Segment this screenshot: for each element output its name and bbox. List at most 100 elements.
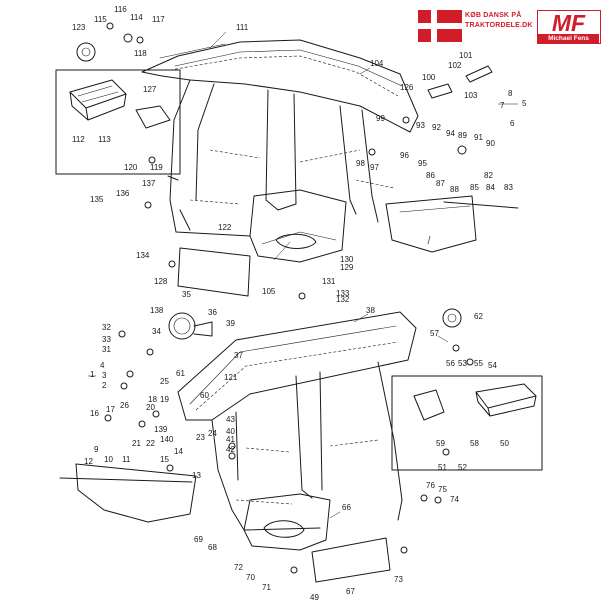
- part-number-label: 11: [122, 455, 131, 464]
- part-number-label: 74: [450, 495, 459, 504]
- part-number-label: 50: [500, 439, 509, 448]
- part-number-label: 31: [102, 345, 111, 354]
- part-number-label: 6: [510, 119, 515, 128]
- bolts-top: [106, 22, 467, 300]
- part-number-label: 127: [143, 85, 157, 94]
- part-number-label: 100: [422, 73, 436, 82]
- mirror-101: [427, 65, 493, 99]
- part-number-label: 71: [262, 583, 271, 592]
- part-number-label: 89: [458, 131, 467, 140]
- mf-logo-text: MF: [551, 10, 586, 36]
- part-number-label: 105: [262, 287, 276, 296]
- part-number-label: 86: [426, 171, 435, 180]
- part-number-label: 111: [236, 23, 249, 32]
- part-number-label: 59: [436, 439, 445, 448]
- part-number-label: 130: [340, 255, 354, 264]
- part-number-label: 13: [192, 471, 201, 480]
- part-number-label: 123: [72, 23, 86, 32]
- part-number-label: 49: [310, 593, 319, 602]
- part-number-label: 67: [346, 587, 355, 596]
- part-number-label: 136: [116, 189, 130, 198]
- part-number-label: 68: [208, 543, 217, 552]
- part-number-label: 84: [486, 183, 495, 192]
- tagline-line-2: TRAKTORDELE.DK: [465, 22, 533, 29]
- part-number-label: 41: [226, 435, 235, 444]
- part-number-label: 62: [474, 312, 483, 321]
- part-number-label: 94: [446, 129, 455, 138]
- part-number-label: 35: [182, 290, 191, 299]
- part-number-label: 76: [426, 481, 435, 490]
- dealer-tagline: KØB DANSK PÅ TRAKTORDELE.DK: [465, 11, 535, 31]
- leader-lines: [88, 31, 518, 519]
- part-number-label: 2: [102, 381, 107, 390]
- part-number-label: 16: [90, 409, 99, 418]
- part-number-label: 138: [150, 306, 164, 315]
- part-number-label: 43: [226, 415, 235, 424]
- part-number-label: 17: [106, 405, 115, 414]
- part-number-label: 37: [234, 351, 243, 360]
- part-number-label: 131: [322, 277, 336, 286]
- part-number-label: 119: [150, 163, 163, 172]
- part-number-label: 134: [136, 251, 150, 260]
- part-number-label: 25: [160, 377, 169, 386]
- work-lamp-35: [168, 312, 213, 340]
- part-number-label: 137: [142, 179, 156, 188]
- part-number-label: 116: [114, 5, 127, 14]
- side-panel-left: [59, 463, 197, 523]
- plate-128: [177, 247, 251, 297]
- part-number-label: 58: [470, 439, 479, 448]
- part-number-label: 121: [224, 373, 238, 382]
- part-number-label: 128: [154, 277, 168, 286]
- part-number-label: 34: [152, 327, 161, 336]
- part-number-label: 61: [176, 369, 185, 378]
- part-number-label: 22: [146, 439, 155, 448]
- part-number-label: 83: [504, 183, 513, 192]
- part-number-label: 132: [336, 295, 350, 304]
- part-number-label: 52: [458, 463, 467, 472]
- plate-67: [311, 537, 391, 583]
- part-number-label: 4: [100, 361, 105, 370]
- part-number-label: 7: [500, 101, 505, 110]
- part-number-label: 24: [208, 429, 217, 438]
- part-number-label: 15: [160, 455, 169, 464]
- part-number-label: 72: [234, 563, 243, 572]
- part-number-label: 117: [152, 15, 165, 24]
- part-number-label: 10: [104, 455, 113, 464]
- part-number-label: 23: [196, 433, 205, 442]
- part-number-label: 90: [486, 139, 495, 148]
- part-number-label: 36: [208, 308, 217, 317]
- part-number-label: 20: [146, 403, 155, 412]
- part-number-label: 97: [370, 163, 379, 172]
- part-number-label: 33: [102, 335, 111, 344]
- part-number-label: 54: [488, 361, 497, 370]
- part-number-label: 114: [130, 13, 143, 22]
- part-number-label: 18: [148, 395, 157, 404]
- part-number-label: 113: [98, 135, 111, 144]
- bottom-right-inset: [391, 375, 543, 471]
- part-number-label: 135: [90, 195, 104, 204]
- bolts-bottom: [104, 330, 474, 574]
- part-number-label: 92: [432, 123, 441, 132]
- side-panel-right: [385, 195, 519, 253]
- part-number-label: 56: [446, 359, 455, 368]
- part-number-label: 96: [400, 151, 409, 160]
- part-number-label: 70: [246, 573, 255, 582]
- part-number-label: 73: [394, 575, 403, 584]
- part-number-label: 26: [120, 401, 129, 410]
- mf-logo-name: Michael Fens: [538, 34, 599, 43]
- part-number-label: 115: [94, 15, 107, 24]
- part-number-label: 39: [226, 319, 235, 328]
- part-number-label: 1: [90, 370, 95, 379]
- part-number-label: 88: [450, 185, 459, 194]
- grommet-62: [442, 308, 462, 328]
- part-number-label: 75: [438, 485, 447, 494]
- part-number-label: 9: [94, 445, 99, 454]
- part-number-label: 55: [474, 359, 483, 368]
- part-number-label: 95: [418, 159, 427, 168]
- part-number-label: 129: [340, 263, 354, 272]
- part-number-label: 91: [474, 133, 483, 142]
- part-number-label: 85: [470, 183, 479, 192]
- part-number-label: 99: [376, 114, 385, 123]
